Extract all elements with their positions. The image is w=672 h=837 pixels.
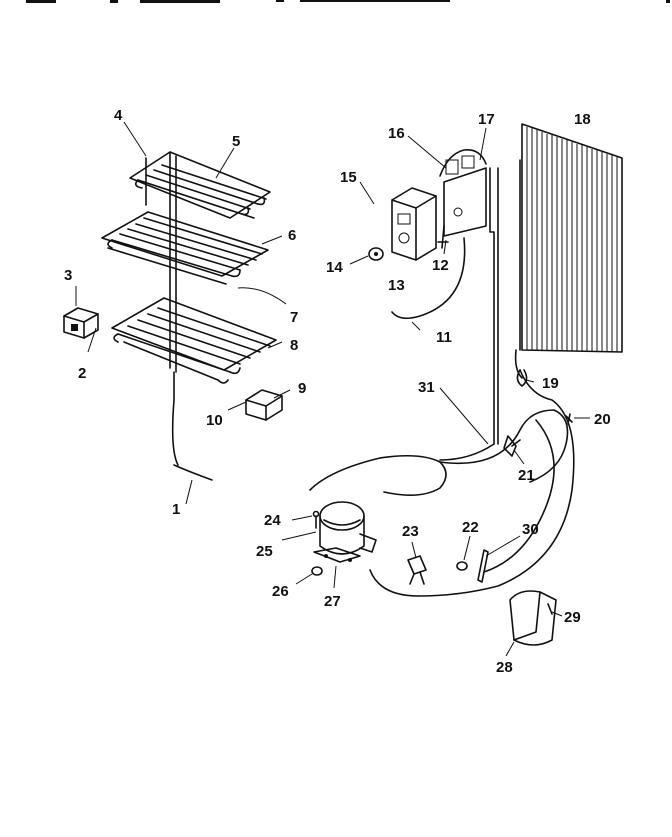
callout-7: 7 [290,309,298,326]
callout-18: 18 [574,111,591,128]
callout-2: 2 [78,365,86,382]
part-30-drier [477,549,489,583]
evaporator-coil-assembly [101,151,277,481]
part-3-bracket [63,307,99,339]
callout-labels: 1 2 3 4 5 6 7 8 9 10 11 12 13 14 15 16 1… [64,107,611,676]
part-9-clip [245,389,283,421]
callout-15: 15 [340,169,357,186]
callout-10: 10 [206,412,223,429]
control-mounting-bracket [439,148,487,237]
callout-12: 12 [432,257,449,274]
callout-28: 28 [496,659,513,676]
callout-11: 11 [436,329,452,346]
part-21-fitting [503,435,521,457]
part-19-clip [516,369,528,387]
callout-8: 8 [290,337,298,354]
callout-27: 27 [324,593,341,610]
callout-20: 20 [594,411,611,428]
callout-5: 5 [232,133,240,150]
part-12-screw [437,225,449,249]
callout-26: 26 [272,583,289,600]
part-20-screw [565,413,573,425]
callout-14: 14 [326,259,343,276]
callout-19: 19 [542,375,559,392]
part-14-knob [368,247,384,261]
callout-24: 24 [264,512,281,529]
part-26-grommet [311,566,323,576]
part-24-bolt [312,510,320,529]
condenser-coil [514,123,623,379]
callout-23: 23 [402,523,419,540]
callout-13: 13 [388,277,405,294]
callout-30: 30 [522,521,539,538]
cropped-header-marks [26,0,670,3]
refrigerant-tubing [309,369,575,597]
callout-25: 25 [256,543,273,560]
callout-6: 6 [288,227,296,244]
part-28-relay-cover [509,590,557,646]
callout-17: 17 [478,111,495,128]
callout-16: 16 [388,125,405,142]
part-22-grommet [456,561,468,571]
temperature-control-box [391,187,437,261]
leader-lines [75,121,590,657]
connecting-tube [489,167,495,445]
callout-3: 3 [64,267,72,284]
callout-9: 9 [298,380,306,397]
callout-29: 29 [564,609,581,626]
callout-4: 4 [114,107,123,124]
callout-31: 31 [418,379,435,396]
part-11-capillary-tube [391,237,466,320]
callout-1: 1 [172,501,180,518]
callout-22: 22 [462,519,479,536]
part-23-clip [407,555,427,585]
compressor [313,501,377,563]
callout-21: 21 [518,467,535,484]
